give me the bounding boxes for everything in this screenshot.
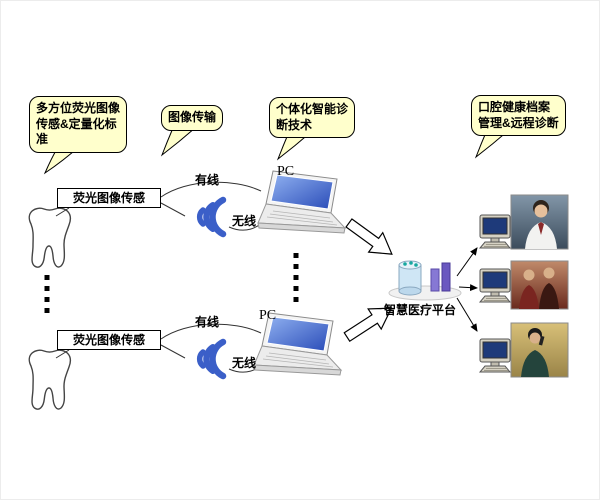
wireless-signal-icon	[200, 342, 223, 376]
sensor-box: 荧光图像传感	[57, 188, 161, 208]
wired-connection-line	[160, 323, 262, 340]
platform-to-terminal-arrow	[456, 297, 478, 332]
sensor-to-wireless-line	[160, 202, 186, 217]
wired-label: 有线	[195, 173, 220, 187]
desktop-computer-icon	[479, 268, 511, 303]
sensor-to-tooth-line	[55, 349, 70, 359]
platform-to-terminal-arrow	[458, 284, 478, 292]
platform-label: 智慧医疗平台	[383, 303, 456, 317]
tooth-icon	[28, 349, 72, 410]
flow-arrow-icon	[343, 307, 393, 343]
desktop-computer-icon	[479, 338, 511, 373]
platform-to-terminal-arrow	[456, 247, 478, 277]
flow-arrow-icon	[345, 218, 393, 255]
sensor-box: 荧光图像传感	[57, 330, 161, 350]
sensor-to-wireless-line	[160, 344, 186, 359]
remote-consult-photo	[510, 322, 569, 378]
callout-tail	[160, 127, 197, 157]
sensor-to-tooth-line	[55, 207, 70, 217]
clinic-staff-photo	[510, 260, 569, 310]
wireless-label: 无线	[232, 214, 257, 228]
callout-multiview-sensing: 多方位荧光图像 传感&定量化标 准	[29, 96, 128, 153]
desktop-computer-icon	[479, 214, 511, 249]
smart-platform-icon	[388, 260, 462, 301]
callout-intelligent-diagnosis: 个体化智能诊 断技术	[269, 97, 356, 139]
pc-label: PC	[259, 308, 277, 323]
wired-connection-line	[160, 181, 262, 198]
wireless-signal-icon	[200, 200, 223, 234]
callout-health-records: 口腔健康档案 管理&远程诊断	[471, 95, 566, 137]
pc-label: PC	[277, 164, 295, 179]
wireless-label: 无线	[232, 356, 257, 370]
callout-image-transmission: 图像传输	[161, 105, 224, 131]
wired-label: 有线	[195, 315, 220, 329]
doctor-photo	[510, 194, 569, 250]
laptop-icon	[257, 170, 346, 234]
tooth-icon	[28, 207, 72, 268]
